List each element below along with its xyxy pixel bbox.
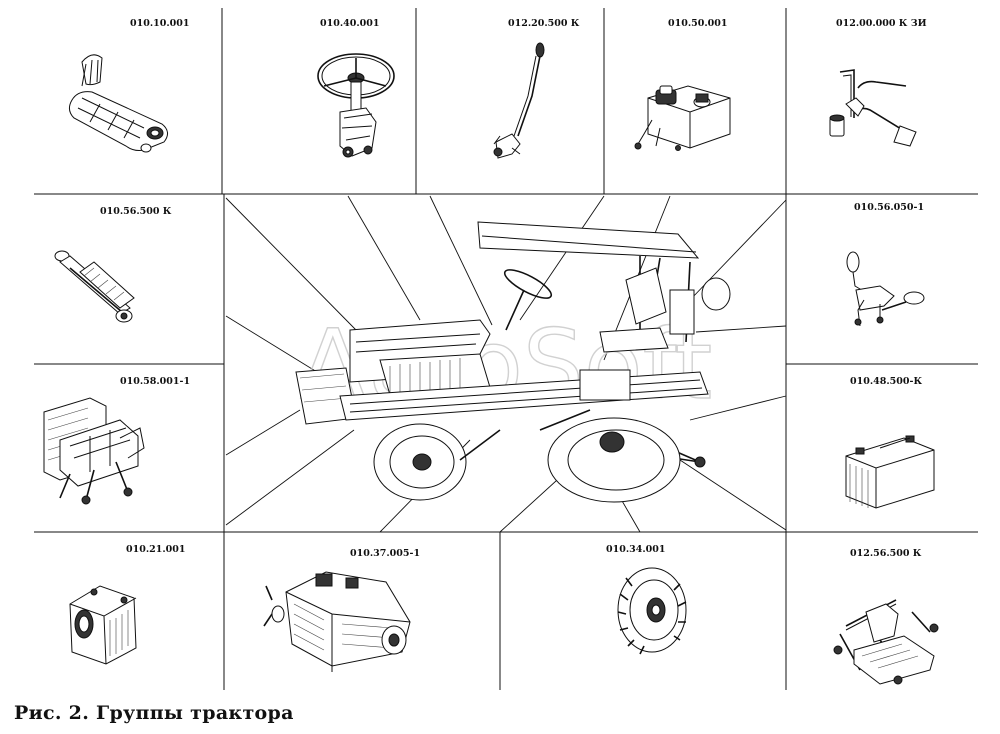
- drive-wheel-tire-icon: [617, 567, 687, 655]
- panel-grid: [34, 8, 978, 690]
- part-code: 010.58.001-1: [120, 376, 190, 387]
- part-code: 012.00.000 К ЗИ: [836, 18, 927, 29]
- front-frame-assembly-icon: [43, 397, 145, 505]
- part-code: 010.40.001: [320, 18, 380, 29]
- muffler-exhaust-icon: [68, 54, 168, 153]
- hydraulic-valve-levers-icon: [846, 251, 925, 327]
- panel-clutch: 010.21.001: [69, 544, 186, 665]
- part-code: 010.48.500-К: [850, 376, 922, 387]
- panel-lever: 012.20.500 К: [493, 18, 580, 159]
- tractor-assembly-icon: [295, 221, 731, 503]
- part-code: 010.21.001: [126, 544, 186, 555]
- gearbox-transmission-icon: [263, 571, 411, 672]
- figure-caption: Рис. 2. Группы трактора: [14, 702, 294, 724]
- hydraulic-cylinder-icon: [54, 250, 135, 323]
- panel-wheel: 010.34.001: [606, 544, 687, 655]
- panel-front-frame: 010.58.001-1: [43, 376, 190, 505]
- rear-linkage-hitch-icon: [833, 599, 939, 685]
- panel-cylinder: 010.56.500 К: [54, 206, 172, 323]
- steering-wheel-column-icon: [317, 53, 395, 158]
- part-code: 010.37.005-1: [350, 548, 420, 559]
- part-code: 010.10.001: [130, 18, 190, 29]
- panel-tools: 012.00.000 К ЗИ: [829, 18, 927, 147]
- part-code: 010.56.500 К: [100, 206, 172, 217]
- clutch-housing-icon: [69, 585, 137, 665]
- panel-gearbox: 010.37.005-1: [263, 548, 420, 672]
- part-code: 012.20.500 К: [508, 18, 580, 29]
- part-code: 010.50.001: [668, 18, 728, 29]
- part-code: 010.56.050-1: [854, 202, 924, 213]
- panel-battery: 010.48.500-К: [845, 376, 935, 509]
- panel-valve: 010.56.050-1: [846, 202, 925, 327]
- part-code: 012.56.500 К: [850, 548, 922, 559]
- fuel-tank-icon: [634, 85, 731, 151]
- panel-muffler: 010.10.001: [68, 18, 190, 153]
- panel-linkage: 012.56.500 К: [833, 548, 939, 685]
- tool-kit-wrenches-icon: [829, 69, 917, 147]
- battery-icon: [845, 435, 935, 509]
- panel-fuel-tank: 010.50.001: [634, 18, 731, 151]
- panel-steering: 010.40.001: [317, 18, 395, 158]
- control-lever-icon: [493, 42, 545, 159]
- part-code: 010.34.001: [606, 544, 666, 555]
